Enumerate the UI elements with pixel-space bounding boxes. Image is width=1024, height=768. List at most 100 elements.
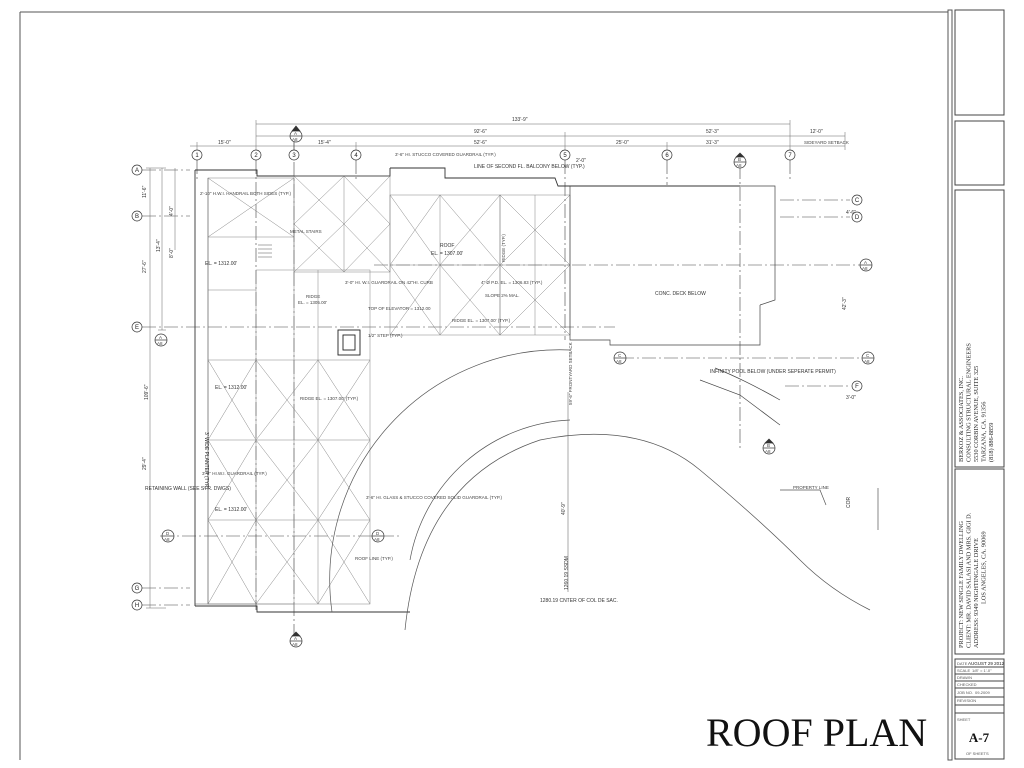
dim-d5: 31'-3" (706, 140, 719, 146)
dim-left-c: 11'-6" (142, 185, 148, 198)
note-roof-el: EL. = 1307.00' (431, 251, 463, 257)
section-b-sheet-top: A8 (736, 163, 742, 168)
dim-right-b: 4'-6" (846, 210, 856, 216)
engineer-line-1: BERKOZ & ASSOCIATES, INC. (958, 376, 965, 462)
grid-label-h: H (135, 603, 139, 609)
section-c-sheet-right: A8 (864, 359, 870, 364)
grid-bubble-2 (250, 149, 262, 161)
sheet-border (19, 9, 953, 761)
grid-bubble-b (131, 210, 143, 222)
grid-bubble-5 (559, 149, 571, 161)
grid-label-2: 2 (254, 153, 258, 159)
sheet-label: SHEET (957, 717, 971, 722)
ssdm-label: 1260.19 SSDM (564, 556, 570, 590)
dim-right-c: 3'-0" (846, 395, 856, 401)
dim-span-b: 52'-3" (706, 129, 719, 135)
roof-panels (207, 175, 571, 605)
section-marker-d-right (861, 351, 875, 365)
section-d-id-left: D (166, 531, 170, 536)
left-dimensions (146, 167, 176, 609)
section-c-id-right: C (866, 353, 870, 358)
dim-span-c: 12'-0" (810, 129, 823, 135)
dim-d3: 52'-6" (474, 140, 487, 146)
note-ridge-el2: RIDGE EL. = 1307.00' (TYP.) (452, 318, 511, 323)
grid-label-3: 3 (292, 153, 296, 159)
address-line: ADDRESS: 9349 NIGHTINGALE DRIVE (973, 538, 980, 648)
building-outline (194, 167, 740, 613)
grid-bubble-f (851, 380, 863, 392)
note-slope: SLOPE 2% MAL. (485, 293, 520, 298)
dim-left-b: 29'-4" (142, 457, 148, 470)
scale-value: 1/8" = 1'-0" (972, 668, 992, 673)
note-el-1312-a: EL. = 1312.00' (205, 261, 237, 267)
note-property-line: PROPERTY LINE (793, 485, 829, 490)
grid-bubble-6 (661, 149, 673, 161)
rotated-dimension-labels: 109'-6" 27'-6" 29'-4" 11'-6" 13'-4" 8'-0… (142, 185, 852, 590)
note-guardrail-3-6: 3'-6" HI.W.I. GUARDRAIL (TYP.) (202, 471, 267, 476)
note-conc-deck: CONC. DECK BELOW (655, 291, 706, 297)
section-marker-a-bottom (289, 631, 303, 648)
note-glass-guardrail: 3'-6" HI. GLASS & STUCCO COVERED SOLID G… (366, 495, 502, 500)
revision-label: REVISION (957, 698, 976, 703)
section-a-sheet-top: A8 (292, 137, 298, 142)
metal-stairs (258, 244, 272, 258)
section-marker-b-bottom (762, 438, 776, 455)
dim-d1: 15'-0" (218, 140, 231, 146)
grid-bubble-a (131, 164, 143, 176)
grid-bubble-1 (191, 149, 203, 161)
grid-label-c: C (855, 198, 860, 204)
note-col-de-sac: 1280.19 CNTER OF COL DE SAC. (540, 598, 618, 604)
dim-left-e: 8'-0" (169, 248, 175, 258)
city-line: LOS ANGELES, CA. 90069 (981, 531, 988, 604)
grid-label-6: 6 (665, 153, 669, 159)
job-no-label: JOB NO. (957, 690, 973, 695)
dim-left-f: 4'-0" (169, 206, 175, 216)
dim-right-a: 42'-3" (842, 297, 848, 310)
section-marker-c-right (859, 258, 873, 272)
engineer-info: BERKOZ & ASSOCIATES, INC. CONSULTING STR… (958, 343, 995, 462)
planter-label: 3' WIDE PLANTER (TYP) (203, 432, 209, 489)
section-d-sheet-left: A8 (164, 537, 170, 542)
section-a-sheet-right: A8 (862, 266, 868, 271)
section-marker-d-left (613, 351, 627, 365)
grid-label-1: 1 (195, 153, 199, 159)
note-roof: ROOF (440, 243, 454, 249)
date-label: DATE (957, 661, 968, 666)
dimension-labels: 133'-9" 92'-6" 52'-3" 12'-0" 15'-0" 15'-… (218, 117, 856, 401)
grid-bubble-4 (350, 149, 362, 161)
engineer-line-3: 5530 CORBIN AVENUE, SUITE 325 (973, 366, 980, 462)
dim-sideyard: SIDEYARD SETBACK (804, 140, 849, 145)
grid-label-4: 4 (354, 153, 358, 159)
note-step: 1/2" STEP (TYP.) (368, 333, 403, 338)
grid-bubbles (131, 149, 863, 611)
section-marker-b-top (733, 152, 747, 169)
section-marker-e-left (161, 529, 175, 543)
section-a-id-top: A (294, 131, 297, 136)
section-b-id-bottom: B (767, 443, 770, 448)
dim-overall: 133'-9" (512, 117, 528, 123)
section-b-sheet-bottom: A8 (765, 449, 771, 454)
dim-d2: 15'-4" (318, 140, 331, 146)
checked-label: CHECKED (957, 682, 977, 687)
elevator (337, 329, 361, 356)
note-ridge-el3: RIDGE EL. = 1307.00' (TYP.) (300, 396, 359, 401)
note-pd: 4" Ø P.D. EL. = 1306.83 (TYP.) (481, 280, 543, 285)
section-marker-labels: A A8 A A8 B A8 B A8 A A8 A A8 C A8 C A8 … (157, 131, 870, 647)
dim-two-ft: 2'-0" (576, 158, 586, 164)
project-info: PROJECT: NEW SINGLE FAMILY DWELLING CLIE… (958, 512, 988, 648)
section-a-sheet-bottom: A8 (292, 642, 298, 647)
section-a-sheet-left: A8 (157, 341, 163, 346)
grid-bubble-g (131, 582, 143, 594)
grid-bubble-labels: 1 2 3 4 5 6 7 A B E G H C D F (135, 153, 860, 609)
note-guardrail-hwi: 3'-0" HI. W.I. GUARDRAIL ON 42"HI. CURB (345, 280, 433, 285)
dim-front-setback: 59'-6" FRONTYARD SETBACK (568, 342, 573, 405)
note-el-1312-c: EL. = 1312.00' (215, 507, 247, 513)
scale-label: SCALE (957, 668, 970, 673)
grid-bubble-d (851, 211, 863, 223)
grid-bubble-7 (784, 149, 796, 161)
of-sheets: OF SHEETS (966, 751, 989, 756)
title-block (954, 9, 1005, 760)
note-handrail: 2'-10" H.W.I. HANDRAIL BOTH SIDES (TYP.) (200, 191, 291, 196)
deck-outline (569, 185, 781, 426)
